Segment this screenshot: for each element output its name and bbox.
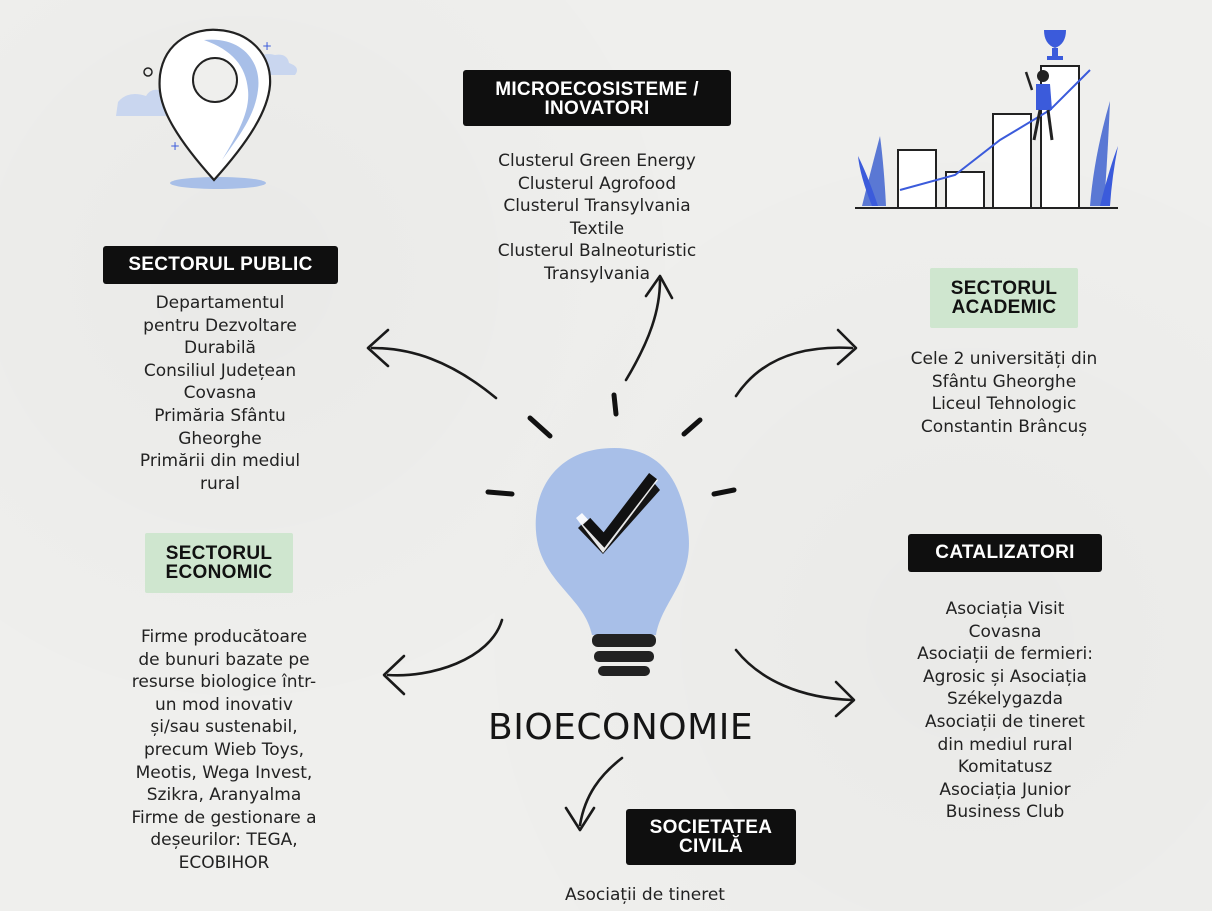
societatea-civila-list: Asociații de tineret (530, 884, 760, 907)
sectorul-economic-tag: SECTORUL ECONOMIC (145, 533, 293, 593)
central-title: BIOECONOMIE (488, 707, 754, 748)
list-item: Constantin Brâncuș (920, 416, 1088, 437)
societatea-civila-tag-line1: SOCIETATEA (649, 817, 773, 838)
lightbulb-check-icon (485, 392, 737, 676)
sectorul-economic-list: Firme producătoare de bunuri bazate pe r… (110, 626, 338, 875)
list-item: Asociația Junior (939, 779, 1071, 800)
list-item: din mediul rural (937, 734, 1073, 755)
list-item: Clusterul Balneoturistic (497, 241, 697, 262)
list-item: rural (200, 473, 240, 494)
microecosisteme-tag-line1: MICROECOSISTEME / (495, 79, 699, 100)
list-item: Székelygazda (947, 689, 1063, 710)
catalizatori-list: Asociația Visit Covasna Asociații de fer… (893, 598, 1117, 824)
microecosisteme-tag: MICROECOSISTEME / INOVATORI (463, 70, 731, 126)
list-item: Covasna (968, 621, 1042, 642)
list-item: ECOBIHOR (178, 852, 270, 873)
societatea-civila-tag-line2: CIVILĂ (678, 836, 744, 857)
microecosisteme-tag-line2: INOVATORI (544, 98, 650, 119)
microecosisteme-list: Clusterul Green Energy Clusterul Agrofoo… (463, 150, 731, 286)
sectorul-economic-tag-line1: SECTORUL (165, 543, 273, 564)
list-item: Clusterul Agrofood (517, 173, 677, 194)
list-item: Firme producătoare (140, 627, 308, 647)
list-item: Sfântu Gheorghe (931, 371, 1077, 392)
list-item: resurse biologice într- (131, 672, 317, 693)
location-pin-icon: + + (116, 28, 297, 189)
sectorul-academic-tag: SECTORUL ACADEMIC (930, 268, 1078, 328)
list-item: Primării din mediul (139, 451, 301, 472)
list-item: Clusterul Green Energy (498, 151, 696, 171)
list-item: Textile (569, 218, 625, 239)
list-item: de bunuri bazate pe (138, 649, 310, 670)
list-item: deșeurilor: TEGA, (150, 830, 298, 851)
list-item: Meotis, Wega Invest, (135, 762, 313, 783)
list-item: Cele 2 universități din (910, 349, 1098, 369)
sectorul-academic-tag-line1: SECTORUL (950, 278, 1058, 299)
list-item: Covasna (183, 383, 257, 404)
list-item: Asociații de tineret (925, 711, 1085, 732)
list-item: Asociații de tineret (565, 885, 725, 905)
list-item: Business Club (945, 802, 1065, 823)
list-item: Liceul Tehnologic (931, 394, 1077, 415)
list-item: Firme de gestionare a (131, 807, 317, 828)
list-item: Asociații de fermieri: (917, 644, 1093, 665)
list-item: Durabilă (184, 338, 256, 359)
list-item: Departamentul (155, 293, 285, 313)
list-item: Consiliul Județean (143, 360, 297, 381)
list-item: Asociația Visit (945, 599, 1065, 619)
list-item: precum Wieb Toys, (144, 739, 304, 760)
sectorul-public-list: Departamentul pentru Dezvoltare Durabilă… (110, 292, 330, 495)
list-item: Agrosic și Asociația (923, 666, 1087, 687)
svg-text:+: + (262, 39, 272, 53)
sectorul-public-tag: SECTORUL PUBLIC (103, 246, 338, 284)
sectorul-academic-list: Cele 2 universități din Sfântu Gheorghe … (885, 348, 1123, 438)
connector-arrows (366, 274, 858, 832)
list-item: Komitatusz (957, 757, 1053, 778)
sectorul-public-tag-line1: SECTORUL PUBLIC (128, 254, 313, 275)
catalizatori-tag: CATALIZATORI (908, 534, 1102, 572)
sectorul-academic-tag-line2: ACADEMIC (951, 297, 1057, 318)
list-item: Primăria Sfântu (154, 405, 286, 426)
list-item: Gheorghe (178, 428, 262, 449)
svg-text:+: + (170, 139, 180, 153)
list-item: pentru Dezvoltare (143, 315, 297, 336)
catalizatori-tag-line1: CATALIZATORI (935, 542, 1075, 563)
list-item: Transylvania (543, 263, 651, 284)
list-item: și/sau sustenabil, (150, 717, 298, 738)
list-item: Szikra, Aranyalma (146, 785, 302, 806)
sectorul-economic-tag-line2: ECONOMIC (165, 562, 273, 583)
list-item: Clusterul Transylvania (503, 196, 691, 217)
list-item: un mod inovativ (155, 694, 293, 715)
societatea-civila-tag: SOCIETATEA CIVILĂ (626, 809, 796, 865)
growth-chart-icon (855, 30, 1118, 209)
